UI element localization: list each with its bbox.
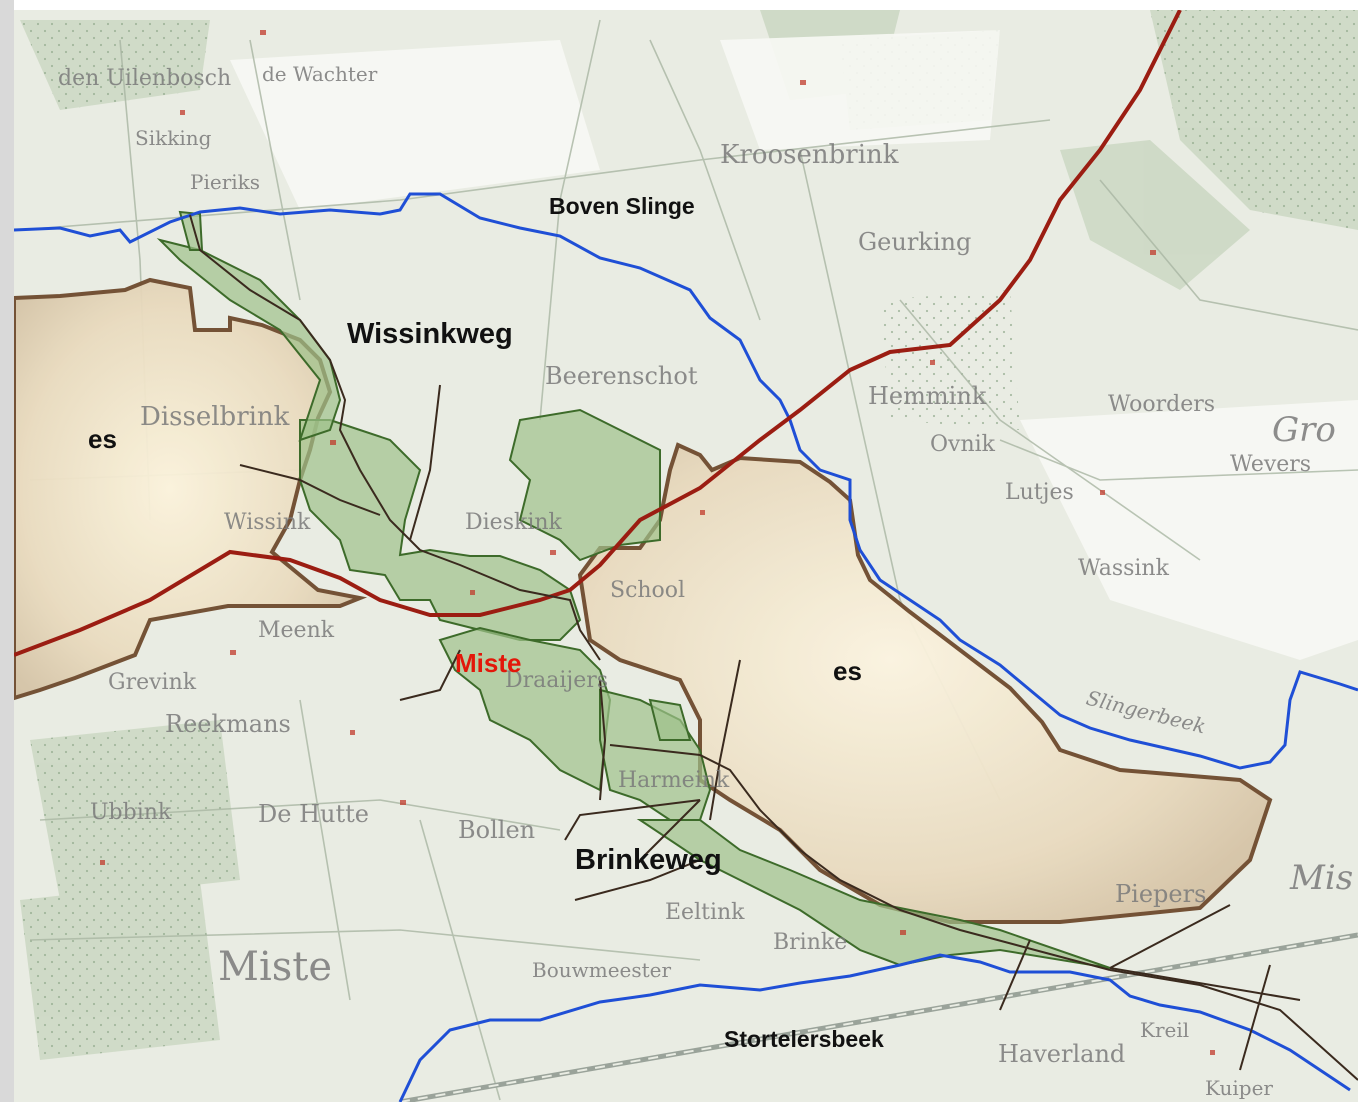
label-es-west: es bbox=[88, 424, 117, 454]
historic-name-bollen: Bollen bbox=[458, 816, 536, 844]
historic-name-hemmink: Hemmink bbox=[868, 382, 987, 410]
historic-name-draaijers: Draaijers bbox=[505, 668, 609, 693]
historic-name-pieriks: Pieriks bbox=[190, 170, 261, 194]
historic-name-brinke: Brinke bbox=[773, 930, 848, 955]
historic-name-woorders: Woorders bbox=[1108, 392, 1216, 417]
historic-name-kreil: Kreil bbox=[1140, 1018, 1190, 1042]
historic-name-sikking: Sikking bbox=[135, 126, 212, 150]
historic-name-miste: Miste bbox=[218, 944, 333, 990]
historic-name-wevers: Wevers bbox=[1230, 452, 1312, 477]
historic-name-reekmans: Reekmans bbox=[165, 710, 291, 738]
main-road bbox=[13, 9, 1182, 657]
local-roads bbox=[189, 214, 1358, 1081]
historic-name-ubbink: Ubbink bbox=[90, 800, 172, 825]
historic-name-meenk: Meenk bbox=[258, 618, 335, 643]
label-boven-slinge: Boven Slinge bbox=[549, 193, 695, 219]
label-miste-village: Miste bbox=[455, 648, 522, 678]
frame-top-margin bbox=[0, 0, 1358, 10]
white-fields bbox=[230, 30, 1358, 660]
frame-left-margin bbox=[0, 0, 14, 1102]
historic-name-lutjes: Lutjes bbox=[1005, 480, 1074, 505]
historic-name-gro: Gro bbox=[1272, 410, 1336, 450]
railway bbox=[399, 932, 1358, 1102]
stream-boven-slinge bbox=[13, 192, 1358, 770]
historic-name-eeltink: Eeltink bbox=[665, 900, 745, 925]
historic-name-kuiper: Kuiper bbox=[1205, 1076, 1273, 1100]
label-brinkeweg: Brinkeweg bbox=[575, 844, 722, 876]
historic-name-piepers: Piepers bbox=[1115, 880, 1207, 908]
farm-markers bbox=[100, 30, 1215, 1055]
stream-stortelersbeek bbox=[398, 953, 1351, 1102]
label-es-east: es bbox=[833, 656, 862, 686]
historic-name-geurking: Geurking bbox=[858, 228, 972, 256]
historic-name-beerenschot: Beerenschot bbox=[545, 362, 698, 390]
historic-paths bbox=[19, 19, 1358, 1101]
es-field-east bbox=[577, 442, 1273, 924]
historic-name-grevink: Grevink bbox=[108, 670, 197, 695]
historic-name-kroosenbrink: Kroosenbrink bbox=[720, 140, 899, 170]
historic-name-disselbrink: Disselbrink bbox=[140, 402, 290, 432]
streams bbox=[13, 192, 1358, 1102]
label-stortelersbeek: Stortelersbeek bbox=[724, 1026, 884, 1052]
historic-name-mis: Mis bbox=[1290, 858, 1354, 898]
historic-name-school: School bbox=[610, 578, 686, 603]
historic-name-de-hutte: De Hutte bbox=[258, 800, 369, 828]
label-wissinkweg: Wissinkweg bbox=[347, 318, 513, 350]
historic-name-wachter: de Wachter bbox=[262, 62, 378, 86]
historic-name-haverland: Haverland bbox=[998, 1040, 1126, 1068]
historic-name-uilenbosch: den Uilenbosch bbox=[58, 66, 232, 91]
historic-name-harmeink: Harmeink bbox=[618, 768, 730, 793]
historic-name-bouwmeester: Bouwmeester bbox=[532, 958, 672, 982]
historic-name-wissink-west: Wissink bbox=[224, 510, 311, 535]
historic-name-wassink-east: Wassink bbox=[1078, 556, 1169, 581]
historic-name-ovnik: Ovnik bbox=[930, 432, 996, 457]
historic-name-dieskink: Dieskink bbox=[465, 510, 562, 535]
